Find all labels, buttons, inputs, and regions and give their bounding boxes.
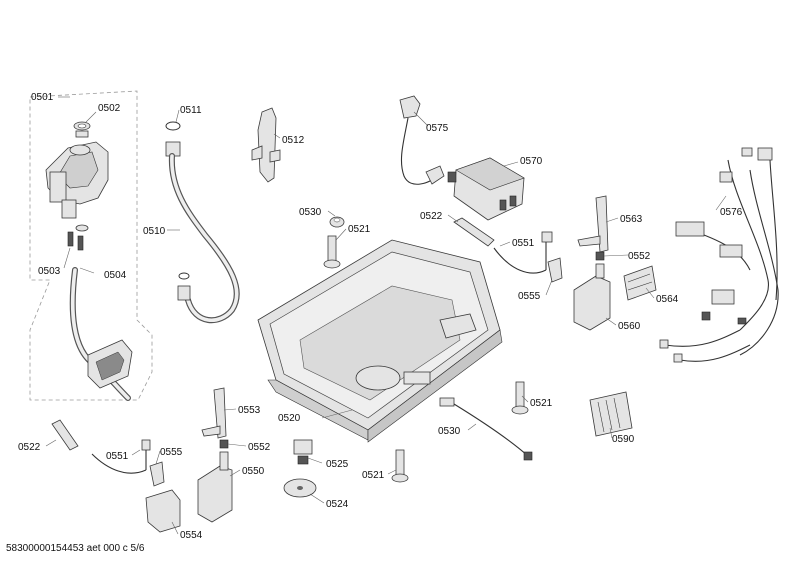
part-0510-drain-hose [165, 121, 240, 324]
part-0576-cable-harness [659, 147, 779, 363]
label-0570: 0570 [520, 156, 543, 167]
part-0555-clip-top [547, 257, 563, 283]
label-0575: 0575 [426, 123, 449, 134]
part-0555-clip-bottom [149, 461, 165, 487]
part-0522-sensor-top [453, 217, 495, 247]
label-0521-bottom: 0521 [362, 470, 385, 481]
label-0510: 0510 [143, 226, 166, 237]
part-0553-bracket [201, 387, 227, 439]
part-0525-switch [293, 439, 313, 465]
part-0521-screw-top [323, 235, 341, 269]
part-0550-bracket [197, 451, 233, 523]
part-0590-comb [589, 391, 633, 437]
label-0551-bottom: 0551 [106, 451, 129, 462]
label-0555-bottom: 0555 [160, 447, 183, 458]
part-0520-base-tub [257, 239, 503, 443]
label-0522-bottom: 0522 [18, 442, 41, 453]
part-0521-screw-bottom [391, 449, 409, 483]
label-0530-mid: 0530 [438, 426, 461, 437]
label-0503: 0503 [38, 266, 61, 277]
label-0524: 0524 [326, 499, 349, 510]
part-labels: 0501 0502 0503 0504 0510 0511 0512 0575 … [18, 92, 743, 541]
part-0570-control-module [447, 157, 525, 221]
part-0551-cable-top [493, 231, 553, 274]
part-0564-cage [623, 265, 657, 301]
label-0551-top: 0551 [512, 238, 535, 249]
part-0551-cable-bottom [91, 439, 151, 474]
label-0521-right: 0521 [530, 398, 553, 409]
label-0511: 0511 [180, 105, 202, 116]
label-0552-top: 0552 [628, 251, 651, 262]
label-0504: 0504 [104, 270, 127, 281]
label-0521-top: 0521 [348, 224, 371, 235]
part-0552-spring-bottom [219, 439, 229, 449]
part-0521-screw-right [511, 381, 529, 415]
label-0530-top: 0530 [299, 207, 322, 218]
label-0550: 0550 [242, 466, 265, 477]
label-0560: 0560 [618, 321, 641, 332]
label-0501: 0501 [31, 92, 54, 103]
part-0560-bracket [573, 263, 611, 331]
label-0525: 0525 [326, 459, 349, 470]
part-0575-mains-cable [399, 95, 445, 185]
part-0552-spring-top [595, 251, 605, 261]
part-0503-terminals [67, 224, 89, 251]
label-0564: 0564 [656, 294, 679, 305]
label-0520: 0520 [278, 413, 301, 424]
label-0554: 0554 [180, 530, 203, 541]
part-0522-sensor-bottom [51, 419, 79, 451]
label-0590: 0590 [612, 434, 635, 445]
label-0522-top: 0522 [420, 211, 443, 222]
leader-lines [45, 96, 727, 535]
part-0554-bracket [145, 489, 181, 533]
part-0512-bracket [251, 107, 281, 183]
part-0530-grommet [329, 216, 345, 228]
label-0512: 0512 [282, 135, 305, 146]
part-0504-inlet-hose [69, 267, 133, 401]
label-0555-top: 0555 [518, 291, 541, 302]
part-0524-float-disc [283, 478, 317, 498]
group-outline-0501 [29, 90, 153, 401]
part-0530-sensor-cable [439, 397, 533, 461]
label-0502: 0502 [98, 103, 121, 114]
label-0552-bottom: 0552 [248, 442, 271, 453]
label-0553: 0553 [238, 405, 261, 416]
part-0563-bracket [577, 195, 609, 253]
part-0501-aquastop-valve [45, 141, 109, 219]
label-0563: 0563 [620, 214, 643, 225]
document-footer-id: 58300000154453 aet 000 c 5/6 [6, 543, 145, 554]
part-0502-nut [73, 121, 91, 138]
label-0576: 0576 [720, 207, 743, 218]
